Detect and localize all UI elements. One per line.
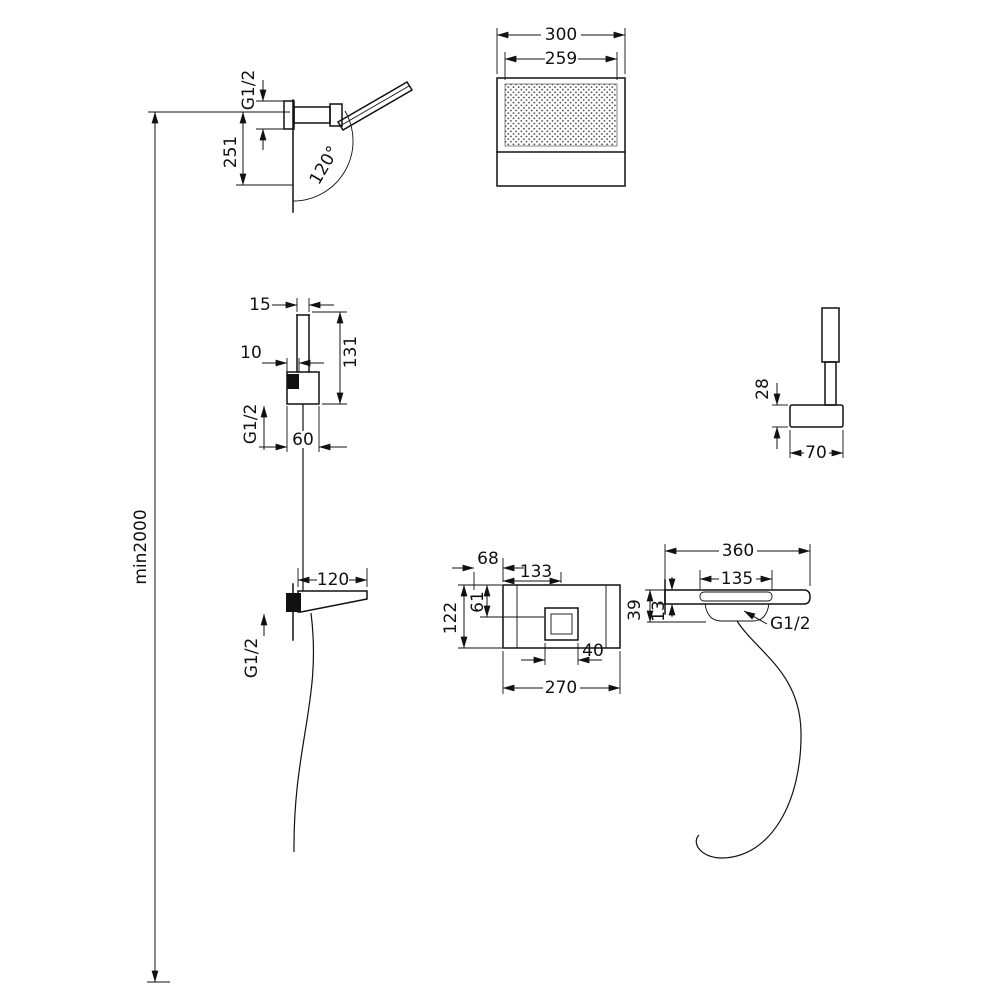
mixer-handle	[544, 607, 579, 641]
spray-face	[504, 83, 618, 147]
figure-wall-connection: 15 131 10 G1/2 60	[240, 295, 361, 591]
figure-mixer: 68 133 61 122 40 270	[441, 549, 621, 698]
dim-spray-face-width: 259	[545, 49, 577, 69]
dim-head-drop: 251	[221, 136, 241, 168]
figure-spout: 120 G1/2	[242, 568, 368, 853]
dim-overall-min-height: min2000	[131, 509, 151, 584]
figure-overhead-shower-side: 120° 251 G1/2	[221, 70, 414, 213]
hand-shower-handle	[824, 361, 837, 406]
hand-shower-hose	[695, 620, 802, 859]
figure-shelf-spout: 360 135 39 13 G1/2	[625, 541, 811, 859]
arm-joint	[329, 103, 343, 127]
hand-shower-head	[821, 307, 840, 363]
dim-spout-thread: G1/2	[242, 638, 262, 679]
dim-mixer-center-offset: 133	[520, 562, 552, 582]
shelf-body	[664, 589, 811, 605]
dim-shelf-depth: 39	[625, 599, 645, 621]
dim-connection-thread: G1/2	[241, 404, 261, 445]
dim-shelf-width: 360	[722, 541, 754, 561]
dim-mixer-width: 270	[545, 678, 577, 698]
figure-hand-shower: 28 70	[753, 307, 844, 463]
water-stream-line	[293, 612, 315, 853]
mixer-plate	[502, 584, 621, 649]
dim-mixer-half-height: 61	[468, 591, 488, 613]
dim-pipe-width: 15	[249, 295, 271, 315]
dim-connection-length: 131	[341, 336, 361, 368]
shower-arm	[293, 106, 331, 124]
connector-square	[287, 374, 299, 389]
basin-underside	[704, 603, 770, 622]
shower-holder	[789, 404, 844, 428]
dim-shelf-thickness: 13	[649, 600, 669, 622]
dim-square-size: 10	[240, 343, 262, 363]
angle-arc	[292, 110, 354, 202]
head-outline	[496, 77, 626, 187]
figure-overhead-shower-front: 300 259	[496, 25, 626, 187]
dim-mixer-height: 122	[441, 602, 461, 634]
dim-holder-width: 70	[805, 443, 827, 463]
overhead-shower-head	[336, 80, 414, 132]
dim-escutcheon-width: 60	[292, 430, 314, 450]
basin-outline	[699, 591, 773, 602]
dim-hose-thread: G1/2	[770, 614, 811, 634]
spout-body	[297, 590, 368, 613]
dim-mixer-edge-offset: 68	[477, 549, 499, 569]
dim-holder-height: 28	[753, 378, 773, 400]
figure-overall-height: min2000	[131, 111, 290, 983]
dim-spout-length: 120	[317, 570, 349, 590]
dim-head-width: 300	[545, 25, 577, 45]
dim-head-thread: G1/2	[239, 70, 259, 111]
dim-basin-width: 135	[721, 569, 753, 589]
dim-mixer-handle-width: 40	[582, 641, 604, 661]
